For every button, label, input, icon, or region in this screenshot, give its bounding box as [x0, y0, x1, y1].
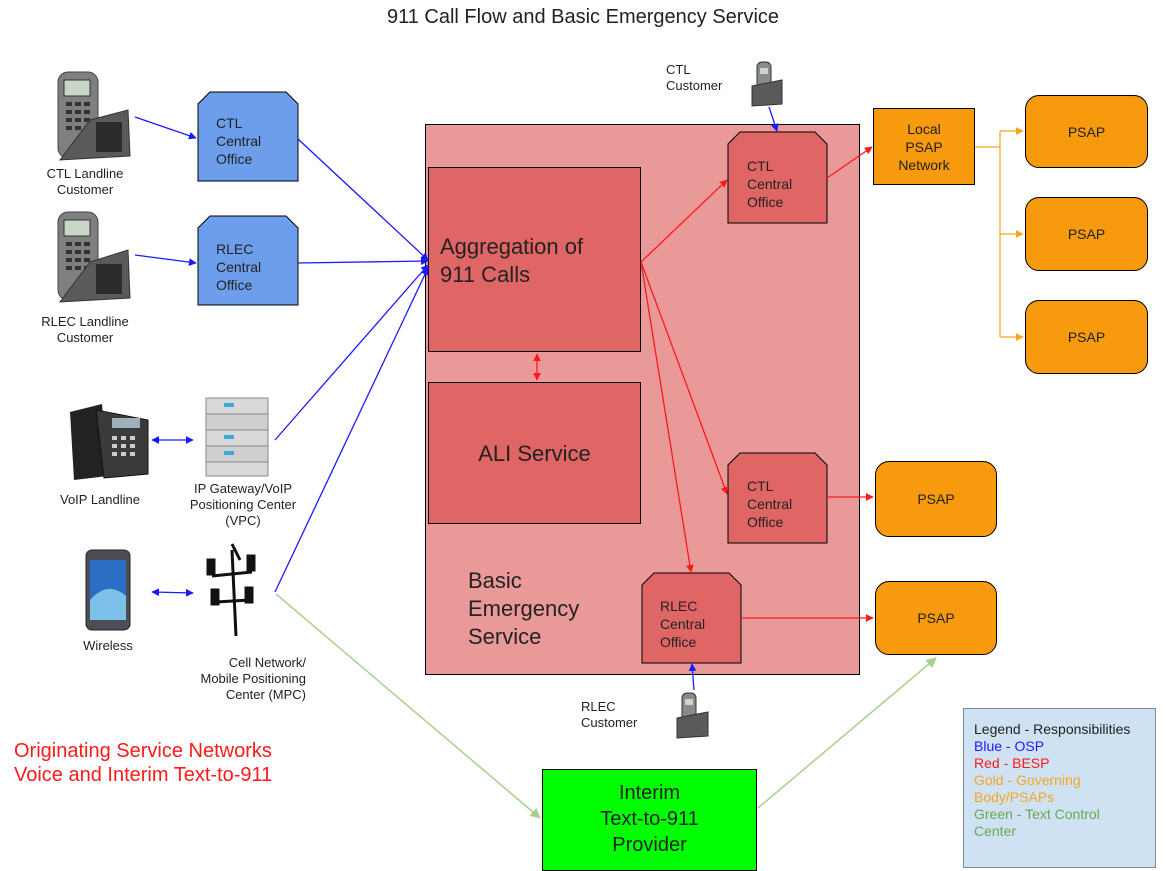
- wireless-label: Wireless: [83, 638, 133, 653]
- ctl-central-office-top-shape: [727, 131, 828, 224]
- ctl-central-office-top-label: CTL Central Office: [747, 158, 793, 210]
- cell-tower-icon: [206, 543, 256, 637]
- rlec-customer-bottom-label: RLEC Customer: [581, 699, 638, 730]
- rlec-central-office-besp-shape: [641, 572, 742, 664]
- psap-box-2: PSAP: [1025, 197, 1148, 271]
- ctl-landline-customer-label: CTL Landline Customer: [46, 166, 124, 197]
- local-psap-network-label: Local PSAP Network: [898, 121, 950, 173]
- basic-emergency-service-label: Basic Emergency Service: [468, 568, 580, 649]
- rlec-landline-phone-icon: [57, 211, 131, 303]
- ctl-landline-phone-icon: [57, 71, 131, 161]
- local-psap-network-box: [873, 108, 975, 185]
- ctl-central-office-shape: [197, 91, 299, 182]
- ali-service-box: [428, 382, 641, 524]
- ctl-central-office-mid-shape: [727, 452, 828, 544]
- rlec-central-office-label: RLEC Central Office: [216, 241, 262, 293]
- ctl-central-office-label: CTL Central Office: [216, 115, 262, 167]
- ali-service-label: ALI Service: [478, 441, 591, 466]
- text-provider-label: Interim Text-to-911 Provider: [600, 782, 699, 856]
- voip-desk-phone-icon: [70, 404, 149, 480]
- legend-item-blue: Blue - OSP: [974, 738, 1045, 754]
- rlec-central-office-shape: [197, 215, 299, 306]
- legend-item-gold: Gold - Governing Body/PSAPs: [974, 772, 1081, 805]
- diagram-title: 911 Call Flow and Basic Emergency Servic…: [386, 6, 780, 28]
- psap-box-4: PSAP: [875, 461, 997, 537]
- ip-gateway-label: IP Gateway/VoIP Positioning Center (VPC): [189, 481, 297, 528]
- ip-gateway-server-icon: [205, 397, 269, 477]
- voip-landline-label: VoIP Landline: [60, 492, 140, 507]
- ctl-central-office-mid-label: CTL Central Office: [747, 478, 793, 530]
- legend-item-red: Red - BESP: [974, 755, 1050, 771]
- legend-title: Legend - Responsibilities: [974, 721, 1131, 737]
- legend: Legend - Responsibilities Blue - OSP Red…: [963, 708, 1156, 868]
- legend-item-green: Green - Text Control Center: [974, 806, 1100, 839]
- rlec-landline-customer-label: RLEC Landline Customer: [41, 314, 129, 345]
- ctl-customer-top-label: CTL Customer: [666, 62, 723, 93]
- ctl-customer-phone-icon: [751, 61, 783, 107]
- psap-box-5: PSAP: [875, 581, 997, 655]
- originating-networks-label: Originating Service Networks Voice and I…: [14, 740, 273, 786]
- aggregation-label: Aggregation of 911 Calls: [440, 234, 584, 287]
- psap-box-3: PSAP: [1025, 300, 1148, 374]
- cell-network-label: Cell Network/ Mobile Positioning Center …: [200, 655, 306, 702]
- rlec-customer-phone-icon: [676, 692, 709, 739]
- psap-box-1: PSAP: [1025, 95, 1148, 168]
- text-provider-box: [542, 769, 757, 871]
- rlec-central-office-besp-label: RLEC Central Office: [660, 598, 706, 650]
- wireless-phone-icon: [85, 549, 131, 631]
